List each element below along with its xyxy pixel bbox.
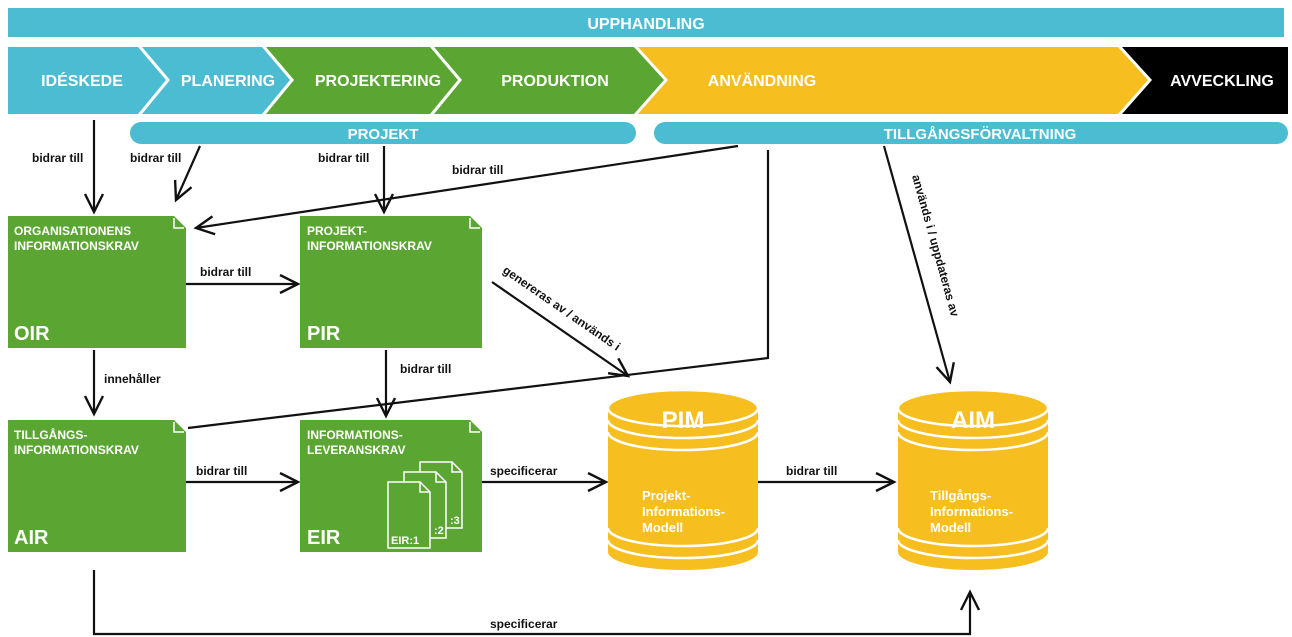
pim-line1: Projekt- (642, 488, 690, 503)
label-bidrar-planering: bidrar till (130, 151, 181, 165)
eir-box: INFORMATIONS- LEVERANSKRAV EIR :3 :2 EIR… (300, 420, 482, 552)
air-title-line1: TILLGÅNGS- (14, 427, 87, 442)
label-genereras: genereras av / används i (500, 263, 623, 354)
air-abbr: AIR (14, 527, 49, 549)
label-innehaller: innehåller (104, 372, 161, 386)
aim-line2: Informations- (930, 504, 1013, 519)
arrow-planering-oir (176, 145, 202, 200)
pir-abbr: PIR (307, 323, 341, 345)
phase-ideskede-label: IDÉSKEDE (41, 71, 123, 90)
oir-title-line2: INFORMATIONSKRAV (14, 239, 139, 253)
phase-anvandning (638, 47, 1148, 114)
phase-produktion (434, 47, 664, 114)
arrow-tillgang-oir (196, 144, 739, 228)
phase-avveckling-label: AVVECKLING (1170, 73, 1274, 90)
aim-line1: Tillgångs- (930, 488, 991, 503)
air-title-line2: INFORMATIONSKRAV (14, 443, 139, 457)
phase-projektering-label: PROJEKTERING (315, 73, 441, 90)
pim-abbr: PIM (662, 407, 705, 434)
phase-anvandning-label: ANVÄNDNING (708, 72, 816, 90)
tillgangsforvaltning-band (654, 122, 1288, 144)
label-bidrar-pim-aim: bidrar till (786, 464, 837, 478)
phase-avveckling (1122, 47, 1288, 114)
arrow-tillgang-aim (882, 145, 950, 382)
oir-abbr: OIR (14, 323, 50, 345)
label-bidrar-oir-pir: bidrar till (200, 265, 251, 279)
phase-planering-label: PLANERING (181, 73, 275, 90)
eir-sheet-1: EIR:1 (391, 535, 419, 547)
eir-sheet-2: :2 (434, 525, 444, 537)
projekt-band-label: PROJEKT (348, 126, 419, 143)
aim-line3: Modell (930, 520, 971, 535)
label-bidrar-tillgang: bidrar till (452, 163, 503, 177)
label-bidrar-ideskede: bidrar till (32, 151, 83, 165)
eir-sheet-3: :3 (450, 515, 460, 527)
label-specificerar-eir-pim: specificerar (490, 464, 558, 478)
air-box: TILLGÅNGS- INFORMATIONSKRAV AIR (8, 420, 186, 552)
upphandling-title: UPPHANDLING (587, 16, 704, 33)
phase-projektering (266, 47, 458, 114)
pir-title-line2: INFORMATIONSKRAV (307, 239, 432, 253)
pim-line3: Modell (642, 520, 683, 535)
pir-box: PROJEKT- INFORMATIONSKRAV PIR (300, 216, 482, 348)
line-air-tillgang (187, 150, 770, 430)
oir-title-line1: ORGANISATIONENS (14, 224, 131, 238)
eir-title-line1: INFORMATIONS- (307, 428, 403, 442)
tillgangsforvaltning-band-label: TILLGÅNGSFÖRVALTNING (884, 126, 1077, 143)
label-bidrar-air-eir: bidrar till (196, 464, 247, 478)
label-bidrar-projektering: bidrar till (318, 151, 369, 165)
pim-line2: Informations- (642, 504, 725, 519)
arrow-pir-pim (491, 281, 628, 376)
eir-abbr: EIR (307, 527, 341, 549)
connectors (92, 120, 970, 636)
phase-planering (142, 47, 290, 114)
label-anvands: används i / uppdateras av (909, 173, 962, 318)
pim-cylinder: PIM Projekt- Informations- Modell (606, 388, 760, 570)
phase-ideskede (8, 47, 166, 114)
arrow-air-aim (92, 570, 970, 636)
eir-document-stack-icon (387, 461, 463, 549)
upphandling-bar (8, 8, 1284, 37)
pir-title-line1: PROJEKT- (307, 224, 367, 238)
projekt-band (130, 122, 636, 144)
label-bidrar-pir-eir: bidrar till (400, 362, 451, 376)
aim-abbr: AIM (951, 407, 995, 434)
eir-title-line2: LEVERANSKRAV (307, 443, 405, 457)
phase-produktion-label: PRODUKTION (501, 73, 609, 90)
aim-cylinder: AIM Tillgångs- Informations- Modell (896, 388, 1050, 570)
oir-box: ORGANISATIONENS INFORMATIONSKRAV OIR (8, 216, 186, 348)
label-specificerar-air-aim: specificerar (490, 617, 558, 631)
